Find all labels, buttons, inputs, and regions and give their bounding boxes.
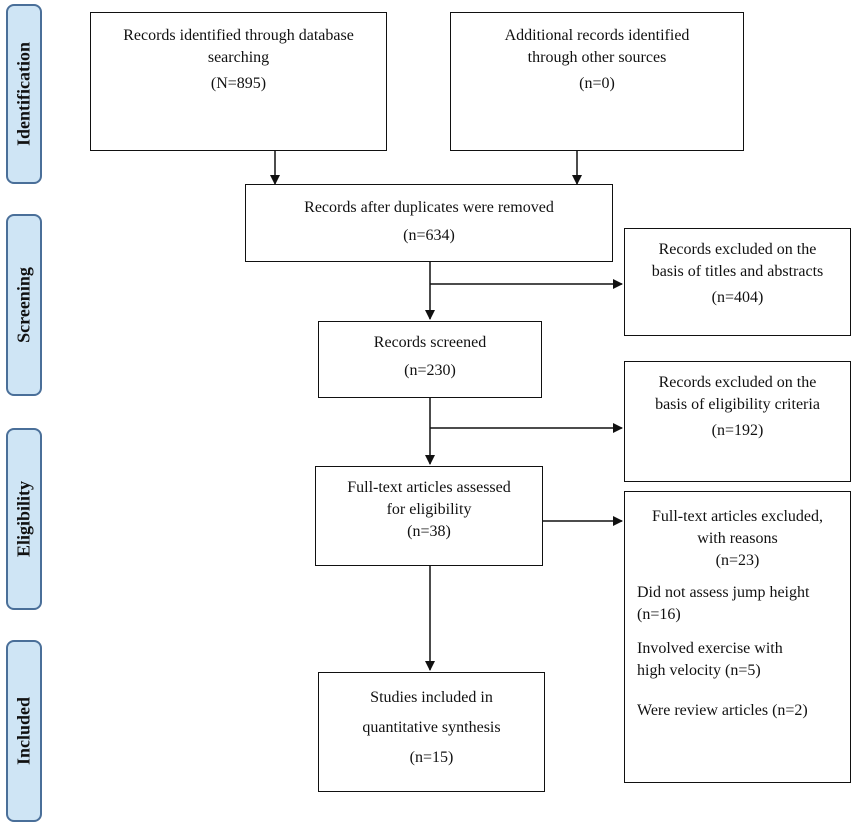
after-duplicates-line1: Records after duplicates were removed xyxy=(304,199,554,216)
db-search-count: (N=895) xyxy=(210,75,267,92)
excluded-eligibility-count: (n=192) xyxy=(711,422,764,439)
reason-jump-height-count: (n=16) xyxy=(637,606,681,623)
excluded-titles-line1: Records excluded on the xyxy=(658,241,817,258)
phase-included: Included xyxy=(6,640,42,822)
box-excluded-eligibility: Records excluded on the basis of eligibi… xyxy=(624,361,851,482)
reason-high-velocity: Involved exercise with xyxy=(637,640,783,657)
other-sources-count: (n=0) xyxy=(579,75,615,92)
box-included-studies: Studies included in quantitative synthes… xyxy=(318,672,545,792)
reason-jump-height: Did not assess jump height xyxy=(637,584,810,601)
other-sources-line2: through other sources xyxy=(527,49,667,66)
fulltext-excluded-line1: Full-text articles excluded, xyxy=(651,508,824,525)
included-line2: quantitative synthesis xyxy=(362,719,501,736)
box-database-search: Records identified through database sear… xyxy=(90,12,387,151)
excluded-eligibility-line1: Records excluded on the xyxy=(658,374,817,391)
reason-review-articles: Were review articles (n=2) xyxy=(637,702,808,719)
included-count: (n=15) xyxy=(409,749,454,766)
reason-high-velocity-count: high velocity (n=5) xyxy=(637,662,761,679)
db-search-line1: Records identified through database xyxy=(123,27,354,44)
fulltext-assessed-line2: for eligibility xyxy=(386,501,472,518)
screened-line1: Records screened xyxy=(373,334,487,351)
phase-identification: Identification xyxy=(6,4,42,184)
fulltext-excluded-count: (n=23) xyxy=(715,552,760,569)
fulltext-excluded-line2: with reasons xyxy=(697,530,778,547)
box-excluded-titles: Records excluded on the basis of titles … xyxy=(624,228,851,336)
phase-screening: Screening xyxy=(6,214,42,396)
phase-eligibility: Eligibility xyxy=(6,428,42,610)
db-search-line2: searching xyxy=(207,49,270,66)
box-after-duplicates: Records after duplicates were removed (n… xyxy=(245,184,613,262)
included-line1: Studies included in xyxy=(370,689,493,706)
fulltext-assessed-line1: Full-text articles assessed xyxy=(347,479,511,496)
screened-count: (n=230) xyxy=(404,362,456,379)
after-duplicates-count: (n=634) xyxy=(403,227,455,244)
box-fulltext-excluded: Full-text articles excluded, with reason… xyxy=(624,491,851,783)
other-sources-line1: Additional records identified xyxy=(504,27,690,44)
box-other-sources: Additional records identified through ot… xyxy=(450,12,744,151)
box-fulltext-assessed: Full-text articles assessed for eligibil… xyxy=(315,466,543,566)
fulltext-assessed-count: (n=38) xyxy=(407,523,451,540)
excluded-eligibility-line2: basis of eligibility criteria xyxy=(655,396,820,413)
excluded-titles-line2: basis of titles and abstracts xyxy=(651,263,824,280)
box-records-screened: Records screened (n=230) xyxy=(318,321,542,398)
excluded-titles-count: (n=404) xyxy=(711,289,764,306)
